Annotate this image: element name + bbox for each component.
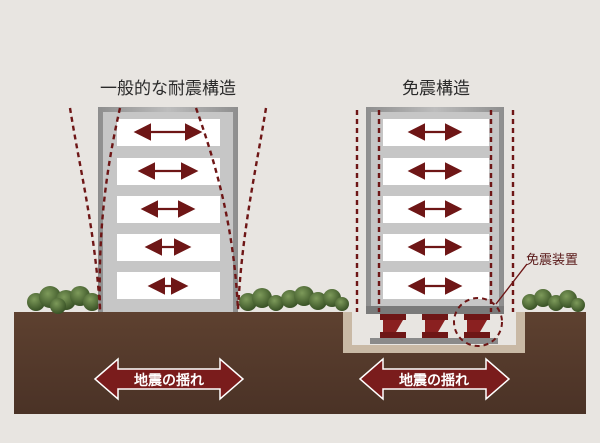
isolation-bearing [464,314,490,338]
isolation-bearing [422,314,448,338]
isolation-pit [343,312,525,353]
base-slab [366,306,504,314]
right-deformation-lines [355,110,515,312]
isolation-bearing [380,314,406,338]
isolation-device-label: 免震装置 [526,253,579,268]
device-callout [453,263,528,347]
ground [14,312,586,414]
left-title: 一般的な耐震構造 [100,79,236,99]
left-sway-arrows [133,123,203,295]
right-title: 免震構造 [402,79,470,99]
right-sway-arrows [407,123,463,295]
bushes [27,286,585,314]
pit-floor-slab [370,338,498,344]
right-ground-label: 地震の揺れ [399,373,469,389]
left-ground-label: 地震の揺れ [134,373,204,389]
left-deformation-lines [68,107,268,311]
right-building [366,107,504,314]
ground-shake-arrow-left [93,357,245,401]
isolation-devices [370,314,498,344]
ground-shake-arrow-right [358,357,511,401]
